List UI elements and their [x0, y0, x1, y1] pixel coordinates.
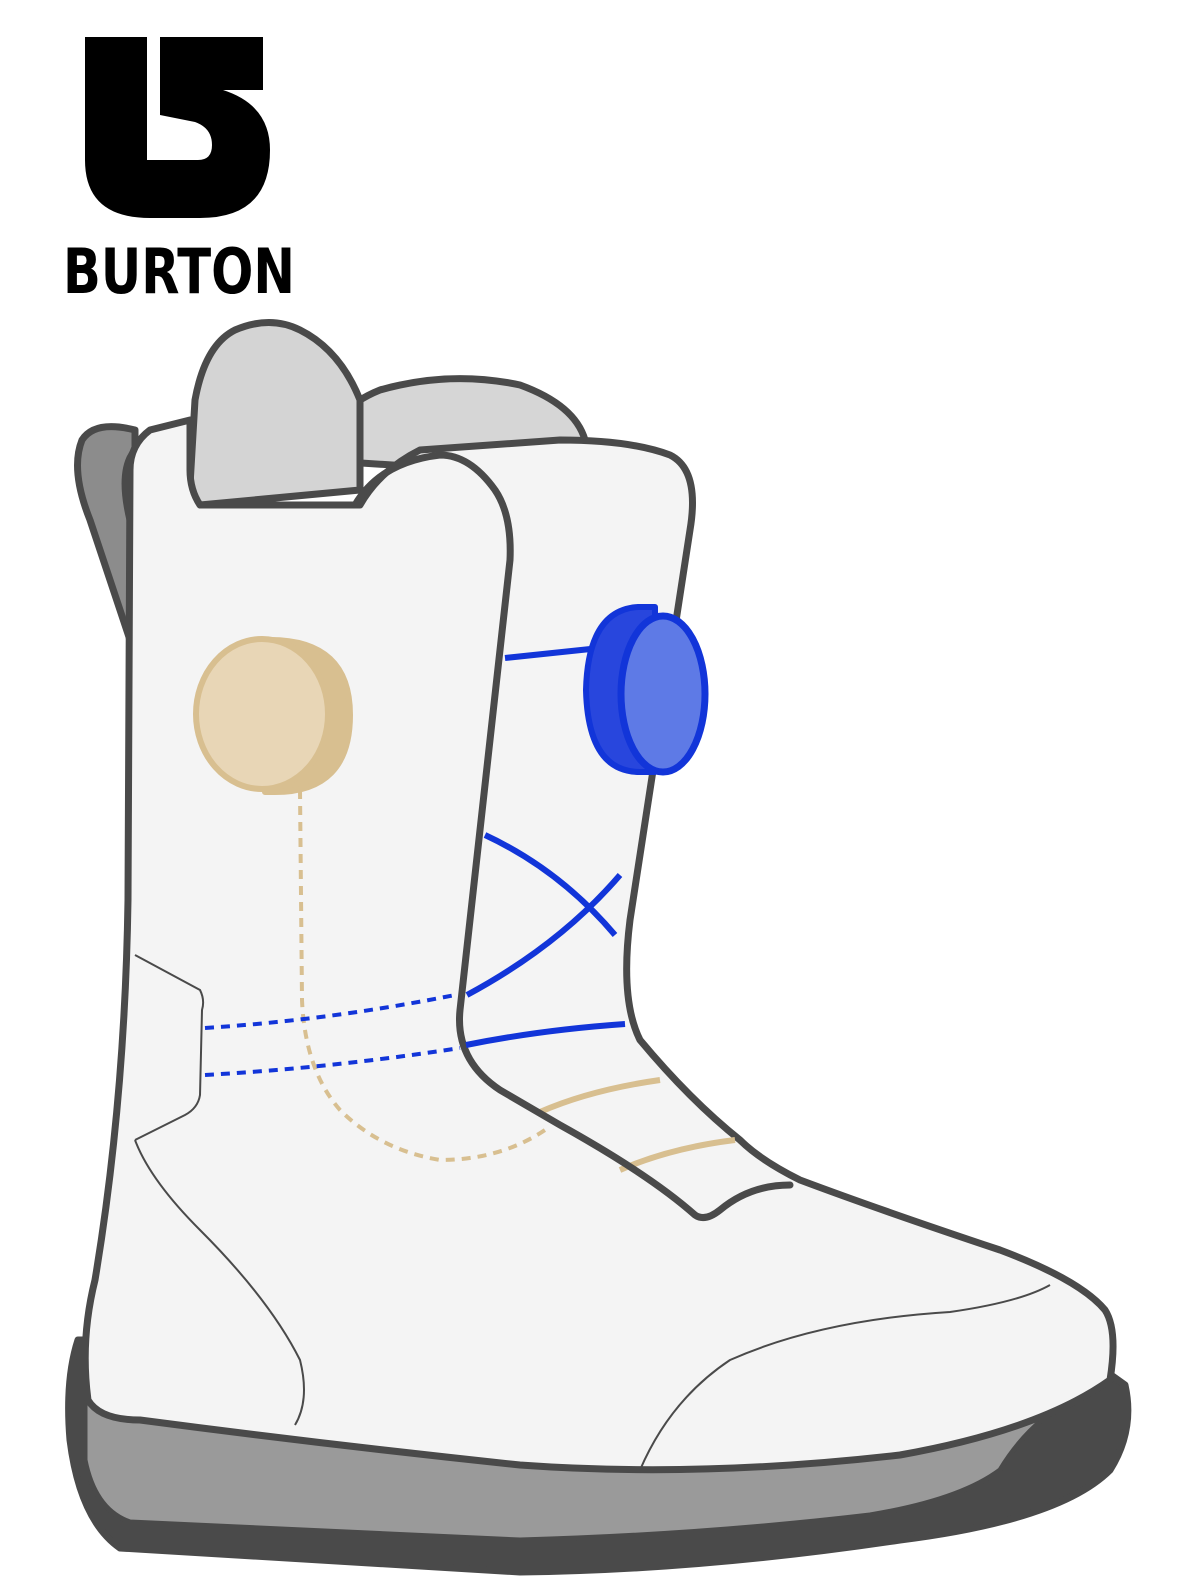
lower-zone-dial[interactable] — [193, 636, 353, 795]
lower-lace-dashed — [298, 789, 547, 1163]
burton-logo: BURTON — [63, 37, 295, 308]
upper-lace-top — [504, 645, 601, 661]
upper-dial-face — [617, 612, 709, 776]
lower-dial-face — [193, 636, 331, 792]
lower-lace-front-1 — [538, 1077, 661, 1115]
toe-cap-line — [639, 1284, 1051, 1471]
heel-counter-line — [134, 1139, 305, 1426]
upper-lace-bottom — [465, 1021, 626, 1048]
upper-lace-dashed-2 — [204, 1046, 461, 1077]
upper-lace-cross-1 — [483, 832, 618, 937]
burton-logo-wordmark: BURTON — [63, 235, 295, 308]
front-flap-outline — [351, 451, 794, 1222]
boot-shell — [81, 416, 1117, 1474]
upper-lace-cross-2 — [465, 873, 623, 998]
side-panel-line — [134, 954, 205, 1141]
liner-collar — [186, 319, 364, 509]
burton-logo-mark — [85, 37, 270, 218]
upper-zone-dial[interactable] — [583, 604, 709, 776]
